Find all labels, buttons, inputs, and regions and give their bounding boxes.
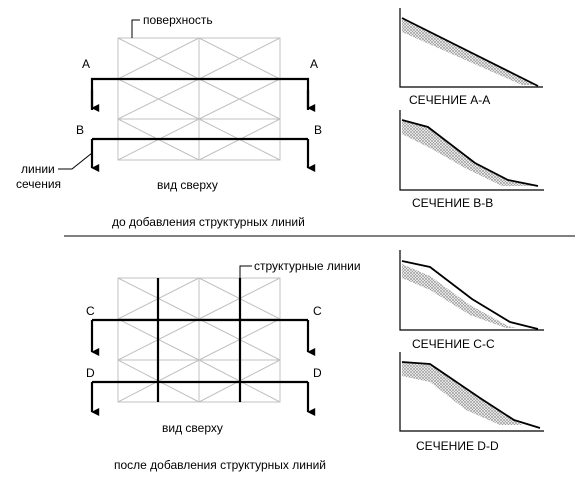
line-c-label-right: C xyxy=(313,304,322,318)
top-view-label: вид сверху xyxy=(157,178,218,192)
section-b-b-graph xyxy=(399,110,544,191)
line-b-label-right: B xyxy=(314,123,322,137)
section-d-d-profile xyxy=(401,361,541,429)
section-b-b-profile xyxy=(401,119,539,187)
line-d-label-left: D xyxy=(86,366,95,380)
section-lines-label-1: линии xyxy=(21,162,55,176)
section-a-a-graph xyxy=(399,8,543,88)
bottom-surface-mesh xyxy=(117,277,281,403)
structural-lines-leader xyxy=(239,265,252,278)
section-c-c-title: СЕЧЕНИЕ С-С xyxy=(412,337,495,351)
line-c-label-left: C xyxy=(86,304,95,318)
section-c-c-axes xyxy=(399,250,544,331)
section-d-d-title: СЕЧЕНИЕ D-D xyxy=(416,439,499,453)
section-d-d-axes xyxy=(399,352,544,432)
section-d-d-graph xyxy=(399,352,544,432)
section-c-c-graph xyxy=(399,250,544,331)
line-b-label-left: B xyxy=(76,123,84,137)
section-b-b-hatch xyxy=(402,120,538,186)
section-a-a-profile xyxy=(401,17,539,87)
section-c-c-profile xyxy=(401,260,539,330)
section-line-a xyxy=(90,77,310,110)
top-caption: до добавления структурных линий xyxy=(112,215,305,229)
section-b-b-title: СЕЧЕНИЕ В-В xyxy=(412,196,493,210)
bottom-plan-view: структурные линии C C D D вид сверху xyxy=(86,259,361,435)
top-surface-mesh xyxy=(117,37,281,161)
section-d-d-hatch xyxy=(402,362,522,425)
section-b-b-axes xyxy=(399,110,544,191)
bottom-view-label: вид сверху xyxy=(162,421,223,435)
section-a-a-title: СЕЧЕНИЕ А-А xyxy=(409,93,490,107)
surface-leader xyxy=(131,19,140,38)
surface-label: поверхность xyxy=(143,13,213,27)
section-lines-label-2: сечения xyxy=(16,177,61,191)
bottom-caption: после добавления структурных линий xyxy=(114,458,326,472)
top-plan-view: поверхность A A B B линии сечения вид св… xyxy=(16,13,322,192)
section-lines-leader xyxy=(58,152,93,170)
section-c-c-hatch xyxy=(402,264,516,328)
section-a-a-axes xyxy=(399,8,543,88)
structural-lines-label: структурные линии xyxy=(254,259,361,273)
line-a-label-left: A xyxy=(82,57,90,71)
line-a-label-right: A xyxy=(310,57,318,71)
line-d-label-right: D xyxy=(313,366,322,380)
